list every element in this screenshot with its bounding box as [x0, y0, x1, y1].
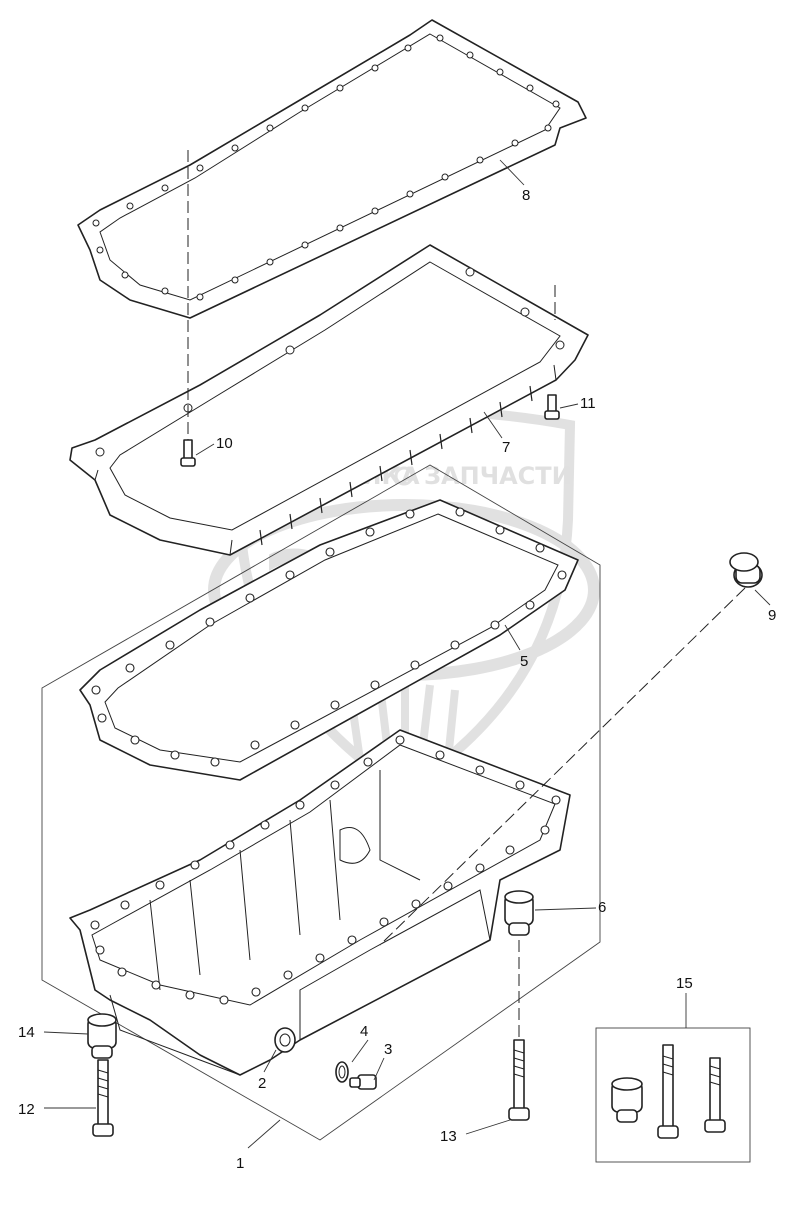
part-13-bolt — [508, 1039, 530, 1121]
kit-short-bolt — [704, 1057, 726, 1133]
part-5-lower-gasket — [79, 499, 579, 781]
callout-1: 1 — [236, 1155, 244, 1172]
part-7-ladder-frame — [69, 244, 589, 556]
part-10-bolt — [180, 439, 196, 467]
part-2-drain-plug — [274, 1027, 296, 1053]
callout-14: 14 — [18, 1024, 35, 1041]
part-9-plug — [729, 552, 763, 588]
part-8-top-gasket — [77, 19, 587, 319]
part-1-oil-pan — [69, 729, 571, 1076]
watermark-right-text: ЗАПЧАСТИ — [424, 462, 572, 490]
part-11-bolt — [544, 394, 560, 420]
callout-7: 7 — [502, 439, 510, 456]
assembly-envelope — [41, 464, 601, 1141]
callout-12: 12 — [18, 1101, 35, 1118]
alignment-lines — [187, 150, 746, 1040]
callout-15: 15 — [676, 975, 693, 992]
part-12-bolt — [92, 1059, 114, 1137]
callout-6: 6 — [598, 899, 606, 916]
callout-4: 4 — [360, 1023, 368, 1040]
callout-11: 11 — [580, 395, 596, 412]
part-3-drain-plug — [349, 1074, 377, 1090]
part-4-seal-ring — [335, 1061, 349, 1083]
kit-long-bolt — [657, 1044, 679, 1139]
callout-13: 13 — [440, 1128, 457, 1145]
kit-15-box — [595, 993, 751, 1163]
part-14-spacer — [87, 1013, 117, 1059]
callout-2: 2 — [258, 1075, 266, 1092]
kit-spacer — [611, 1077, 643, 1123]
callout-10: 10 — [216, 435, 233, 452]
part-6-spacer — [504, 890, 534, 936]
callout-5: 5 — [520, 653, 528, 670]
callout-3: 3 — [384, 1041, 392, 1058]
callout-8: 8 — [522, 187, 530, 204]
leader-lines — [43, 159, 771, 1149]
callout-9: 9 — [768, 607, 776, 624]
callout-labels: 1 2 3 4 5 6 7 8 9 10 11 12 13 14 15 — [18, 187, 776, 1172]
